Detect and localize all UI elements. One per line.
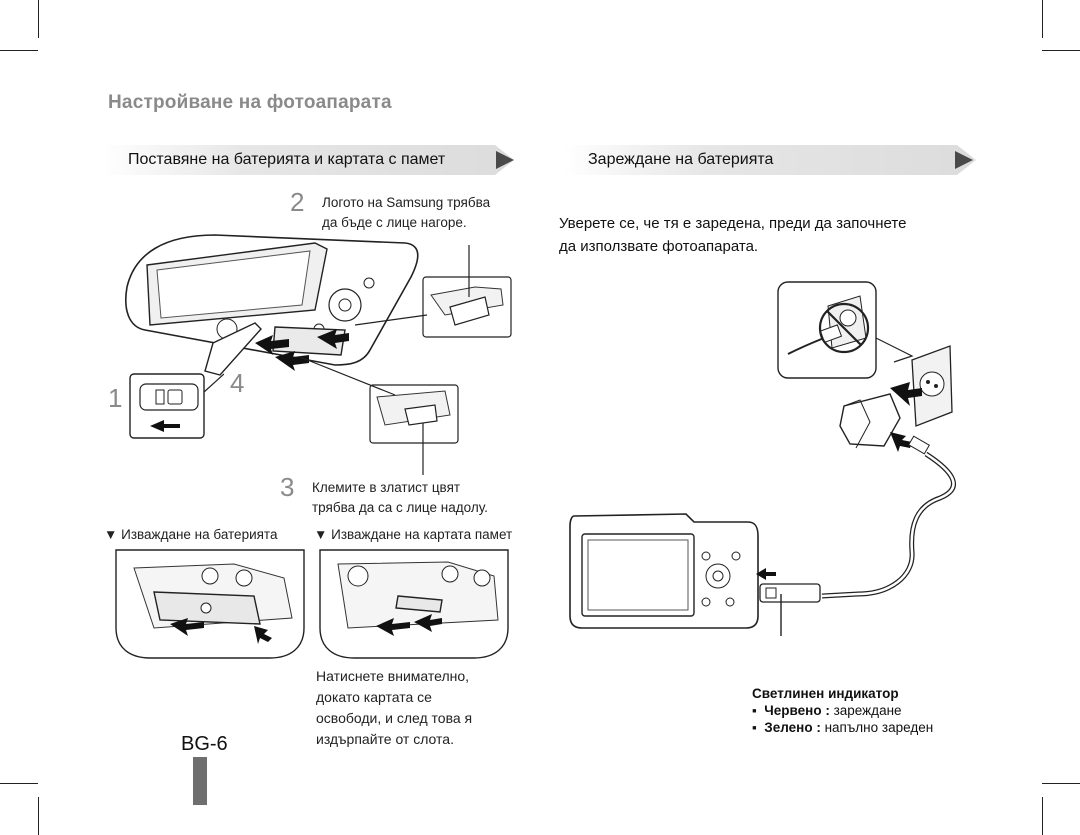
step-2-line2: да бъде с лице нагоре. (322, 215, 467, 230)
led-item-text: напълно зареден (824, 720, 934, 735)
left-banner-label: Поставяне на батерията и картата с памет (128, 151, 446, 168)
remove-card-label: Изваждане на картата памет (331, 527, 513, 542)
crop-mark (1042, 0, 1043, 38)
triangle-down-icon: ▼ (104, 527, 122, 542)
section-title: Настройване на фотоапарата (108, 92, 392, 113)
prohibition-icon (818, 302, 870, 354)
step-1-number: 1 (108, 383, 123, 413)
charge-intro-line: Уверете се, че тя е заредена, преди да з… (559, 215, 907, 232)
charge-intro: Уверете се, че тя е заредена, преди да з… (559, 212, 906, 258)
right-banner-label: Зареждане на батерията (588, 151, 774, 168)
led-indicator-title: Светлинен индикатор (752, 686, 899, 701)
crop-mark (1042, 797, 1043, 835)
charging-illustration (569, 281, 956, 636)
led-indicator-legend: Светлинен индикатор ▪ Червено : зареждан… (752, 686, 933, 735)
led-item-label: Червено : (764, 703, 830, 718)
step-3-number: 3 (280, 472, 295, 502)
arrow-right-icon (496, 151, 514, 169)
step-3-line2: трябва да са с лице надолу. (312, 500, 488, 515)
page-number: BG-6 (181, 733, 228, 755)
step-2-number: 2 (290, 187, 305, 217)
crop-mark (1042, 783, 1080, 784)
page-tab-marker (193, 757, 207, 805)
left-banner: Поставяне на батерията и картата с памет (100, 143, 518, 177)
card-note-line: докато картата се (316, 689, 432, 705)
crop-mark (38, 0, 39, 38)
battery-lock-illustration (129, 373, 224, 439)
crop-mark (1042, 50, 1080, 51)
bullet-icon: ▪ (752, 703, 765, 718)
led-item-red: ▪ Червено : зареждане (752, 703, 933, 718)
remove-battery-illustration (115, 549, 305, 659)
charge-intro-line: да използвате фотоапарата. (559, 238, 759, 255)
remove-battery-heading: ▼ Изваждане на батерията (104, 525, 277, 545)
triangle-down-icon: ▼ (314, 527, 332, 542)
card-note-line: издърпайте от слота. (316, 731, 454, 747)
card-note-line: Натиснете внимателно, (316, 668, 470, 684)
step-2-line1: Логото на Samsung трябва (322, 195, 491, 210)
step-3-line1: Клемите в златист цвят (312, 480, 461, 495)
card-removal-note: Натиснете внимателно, докато картата се … (316, 666, 472, 750)
right-banner: Зареждане на батерията (562, 143, 980, 177)
step-4-number: 4 (230, 368, 245, 398)
step-3-text: Клемите в златист цвят трябва да са с ли… (312, 478, 488, 518)
bullet-icon: ▪ (752, 720, 765, 735)
step-2-text: Логото на Samsung трябва да бъде с лице … (322, 193, 490, 233)
remove-card-illustration (319, 549, 509, 659)
led-item-text: зареждане (833, 703, 902, 718)
led-item-label: Зелено : (764, 720, 821, 735)
remove-card-heading: ▼ Изваждане на картата памет (314, 525, 512, 545)
crop-mark (38, 797, 39, 835)
card-note-line: освободи, и след това я (316, 710, 473, 726)
remove-battery-label: Изваждане на батерията (121, 527, 278, 542)
arrow-right-icon (955, 151, 973, 169)
crop-mark (0, 50, 38, 51)
camera-battery-illustration (125, 234, 512, 475)
led-item-green: ▪ Зелено : напълно зареден (752, 720, 933, 735)
crop-mark (0, 783, 38, 784)
